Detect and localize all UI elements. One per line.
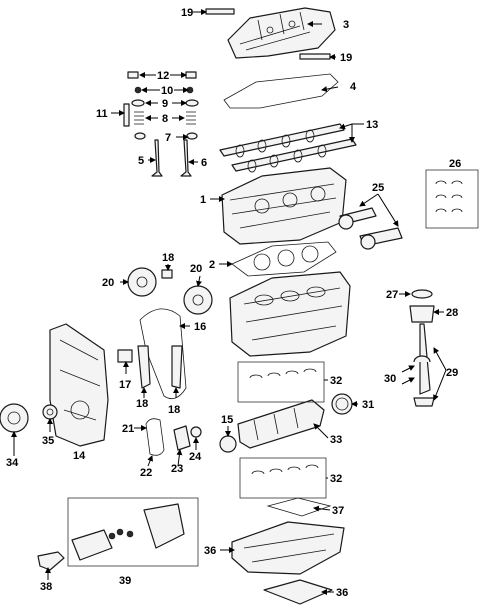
callout-38: 38 — [40, 581, 52, 593]
callout-13: 13 — [366, 119, 378, 131]
callout-32-top: 32 — [330, 375, 342, 387]
oil-pan-part — [231, 497, 345, 605]
callout-27: 27 — [386, 289, 398, 301]
piston-rod-part — [409, 289, 435, 407]
callout-39: 39 — [119, 575, 131, 587]
camshaft-part — [219, 123, 357, 173]
callout-10: 10 — [161, 85, 173, 97]
callout-16: 16 — [194, 321, 206, 333]
callout-37: 37 — [332, 505, 344, 517]
head-gasket-part — [231, 241, 337, 277]
valve-cover-gasket-part — [223, 73, 339, 109]
callout-36-upper: 36 — [204, 545, 216, 557]
callout-18-right: 18 — [168, 404, 180, 416]
callout-19-top: 19 — [181, 7, 193, 19]
callout-24: 24 — [189, 451, 202, 463]
callout-22: 22 — [140, 467, 152, 479]
callout-32-bottom: 32 — [330, 473, 342, 485]
callout-25: 25 — [372, 182, 384, 194]
callout-18-top: 18 — [162, 252, 174, 264]
callout-6: 6 — [201, 157, 207, 169]
callout-2: 2 — [209, 259, 215, 271]
callout-4: 4 — [350, 81, 357, 93]
callout-28: 28 — [446, 307, 458, 319]
callout-1: 1 — [200, 194, 206, 206]
callout-labels: 19 3 19 4 12 10 9 11 8 7 5 6 13 26 25 1 … — [6, 7, 461, 599]
valve-cover-part — [227, 7, 336, 59]
callout-34: 34 — [6, 457, 19, 469]
callout-30: 30 — [384, 373, 396, 385]
callout-14: 14 — [73, 450, 86, 462]
cam-bearing-kit-part — [425, 169, 479, 229]
oil-pump-kit-part — [67, 497, 199, 567]
callout-29: 29 — [446, 367, 458, 379]
crankshaft-part — [219, 399, 325, 453]
chain-tensioner-part — [117, 349, 133, 363]
callout-20-left: 20 — [102, 277, 114, 289]
callout-12: 12 — [157, 70, 169, 82]
callout-5: 5 — [138, 155, 144, 167]
callout-15: 15 — [221, 414, 233, 426]
callout-33: 33 — [330, 434, 342, 446]
callout-21: 21 — [122, 423, 134, 435]
callout-35: 35 — [42, 435, 54, 447]
callout-20-right: 20 — [190, 263, 202, 275]
callout-17: 17 — [119, 379, 131, 391]
callout-31: 31 — [362, 399, 374, 411]
oil-pump-drive-part — [145, 418, 202, 456]
timing-chain-part — [139, 308, 187, 400]
leader-lines — [11, 9, 447, 595]
front-cover-part — [49, 323, 109, 447]
callout-18-left: 18 — [136, 398, 148, 410]
cam-sprocket-part — [127, 267, 213, 315]
callout-19-lower: 19 — [340, 52, 352, 64]
camshaft-actuator-part — [338, 207, 403, 250]
oil-pickup-part — [37, 551, 65, 571]
callout-23: 23 — [171, 463, 183, 475]
callout-7: 7 — [165, 132, 171, 144]
front-seal-part — [42, 404, 58, 420]
callout-8: 8 — [162, 113, 168, 125]
callout-9: 9 — [162, 98, 168, 110]
callout-11: 11 — [96, 108, 108, 120]
chain-guide-part — [137, 269, 183, 389]
engine-block-part — [229, 271, 351, 357]
crankshaft-pulley-part — [0, 403, 29, 433]
callout-3: 3 — [343, 19, 349, 31]
callout-26: 26 — [449, 158, 461, 170]
cylinder-head-part — [221, 167, 347, 245]
rear-seal-part — [331, 393, 353, 415]
callout-36-lower: 36 — [336, 587, 348, 599]
